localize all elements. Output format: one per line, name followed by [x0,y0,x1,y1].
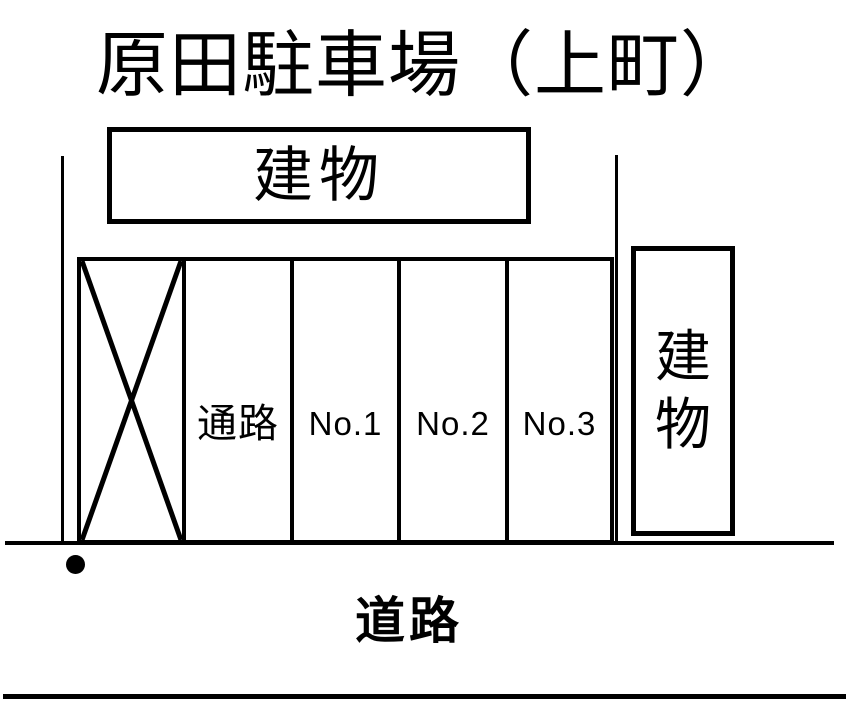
parking-row: 通路 No.1 No.2 No.3 [77,257,614,544]
side-building-label-char-1: 建 [655,325,711,388]
space-2-label: No.2 [416,405,490,442]
road-edge-line [5,541,834,545]
space-3-label: No.3 [522,405,597,442]
top-building-label: 建物 [253,141,385,209]
page-title: 原田駐車場（上町） [95,26,753,106]
top-building-box: 建物 [107,127,531,224]
section-aisle: 通路 [186,261,294,540]
road-label: 道路 [355,593,463,649]
section-space-3: No.3 [509,261,610,540]
section-space-1: No.1 [294,261,401,540]
side-building-box: 建 物 [631,246,735,536]
right-boundary-line [615,155,618,545]
road-far-edge-line [3,694,846,699]
space-1-label: No.1 [308,405,383,442]
left-boundary-line [61,156,64,545]
side-building-label-char-2: 物 [655,393,711,456]
blocked-x-icon [81,261,182,540]
blocked-section [81,261,186,540]
corner-marker-dot [66,555,85,574]
aisle-label: 通路 [197,401,279,446]
section-space-2: No.2 [401,261,509,540]
